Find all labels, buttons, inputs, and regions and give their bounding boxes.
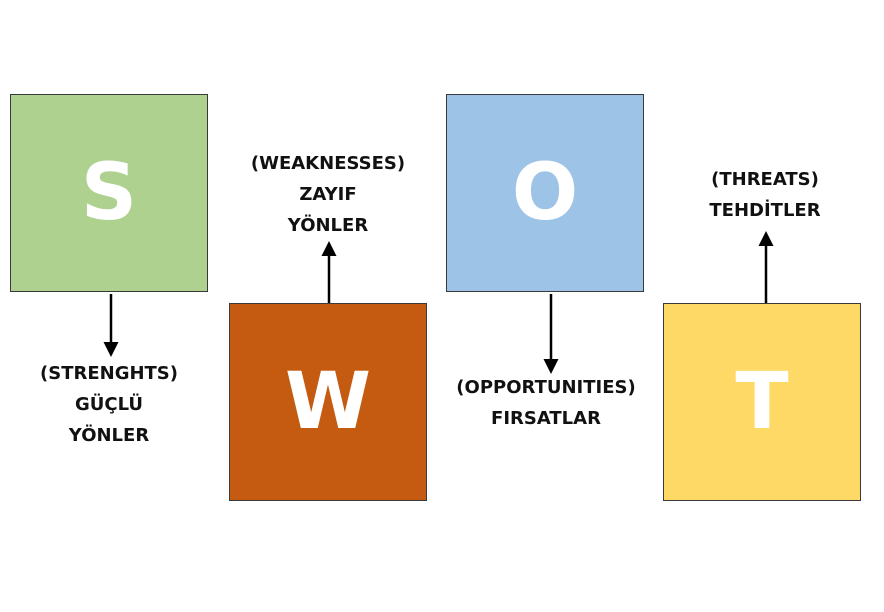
threats-caption-line: TEHDİTLER xyxy=(709,200,821,221)
opportunities-caption: (OPPORTUNITIES) FIRSATLAR xyxy=(436,372,656,434)
weaknesses-caption-line: (WEAKNESSES) xyxy=(250,153,406,174)
weaknesses-caption-line: YÖNLER xyxy=(287,215,369,236)
strengths-caption-line: GÜÇLÜ xyxy=(74,394,144,415)
weaknesses-caption-line: ZAYIF xyxy=(299,184,357,205)
strengths-caption-line: YÖNLER xyxy=(68,425,150,446)
weaknesses-caption: (WEAKNESSES) ZAYIF YÖNLER xyxy=(229,148,427,241)
opportunities-box: O xyxy=(446,94,644,292)
strengths-letter: S xyxy=(80,148,138,238)
threats-caption-line: (THREATS) xyxy=(711,169,819,190)
threats-box: T xyxy=(663,303,861,501)
opportunities-letter: O xyxy=(511,148,579,238)
strengths-caption: (STRENGHTS) GÜÇLÜ YÖNLER xyxy=(10,358,208,451)
opportunities-caption-line: (OPPORTUNITIES) xyxy=(456,377,636,398)
strengths-caption-line: (STRENGHTS) xyxy=(40,363,178,384)
weaknesses-letter: W xyxy=(284,357,372,447)
weaknesses-box: W xyxy=(229,303,427,501)
threats-caption: (THREATS) TEHDİTLER xyxy=(663,164,867,226)
opportunities-caption-line: FIRSATLAR xyxy=(491,408,601,429)
strengths-box: S xyxy=(10,94,208,292)
threats-letter: T xyxy=(735,357,789,447)
